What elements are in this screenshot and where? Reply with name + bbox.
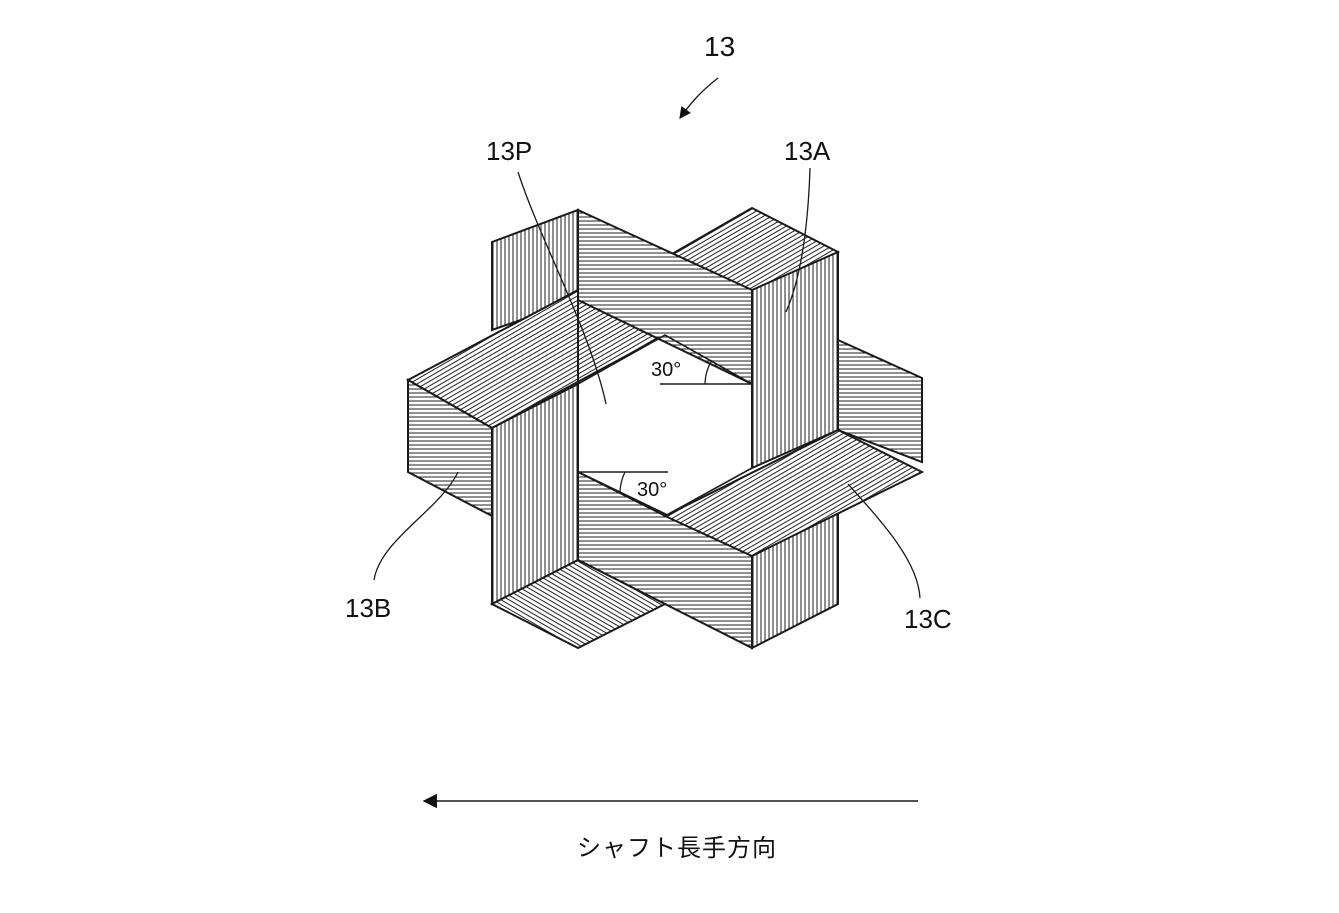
direction-indicator: シャフト長手方向	[424, 801, 918, 862]
angle-label-lower: 30°	[637, 479, 667, 501]
direction-label: シャフト長手方向	[577, 835, 777, 862]
center-hole-label: 13P	[486, 136, 532, 166]
strip-c-label: 13C	[904, 604, 952, 634]
leader-assembly	[680, 78, 718, 118]
strip-b-label: 13B	[345, 593, 391, 623]
strip-a-label: 13A	[784, 136, 831, 166]
assembly-label: 13	[704, 31, 735, 62]
angle-indicators: 30° 30°	[578, 359, 752, 501]
angle-arc-lower	[620, 472, 625, 494]
strip-faces	[408, 208, 922, 648]
angle-label-upper: 30°	[651, 359, 681, 381]
